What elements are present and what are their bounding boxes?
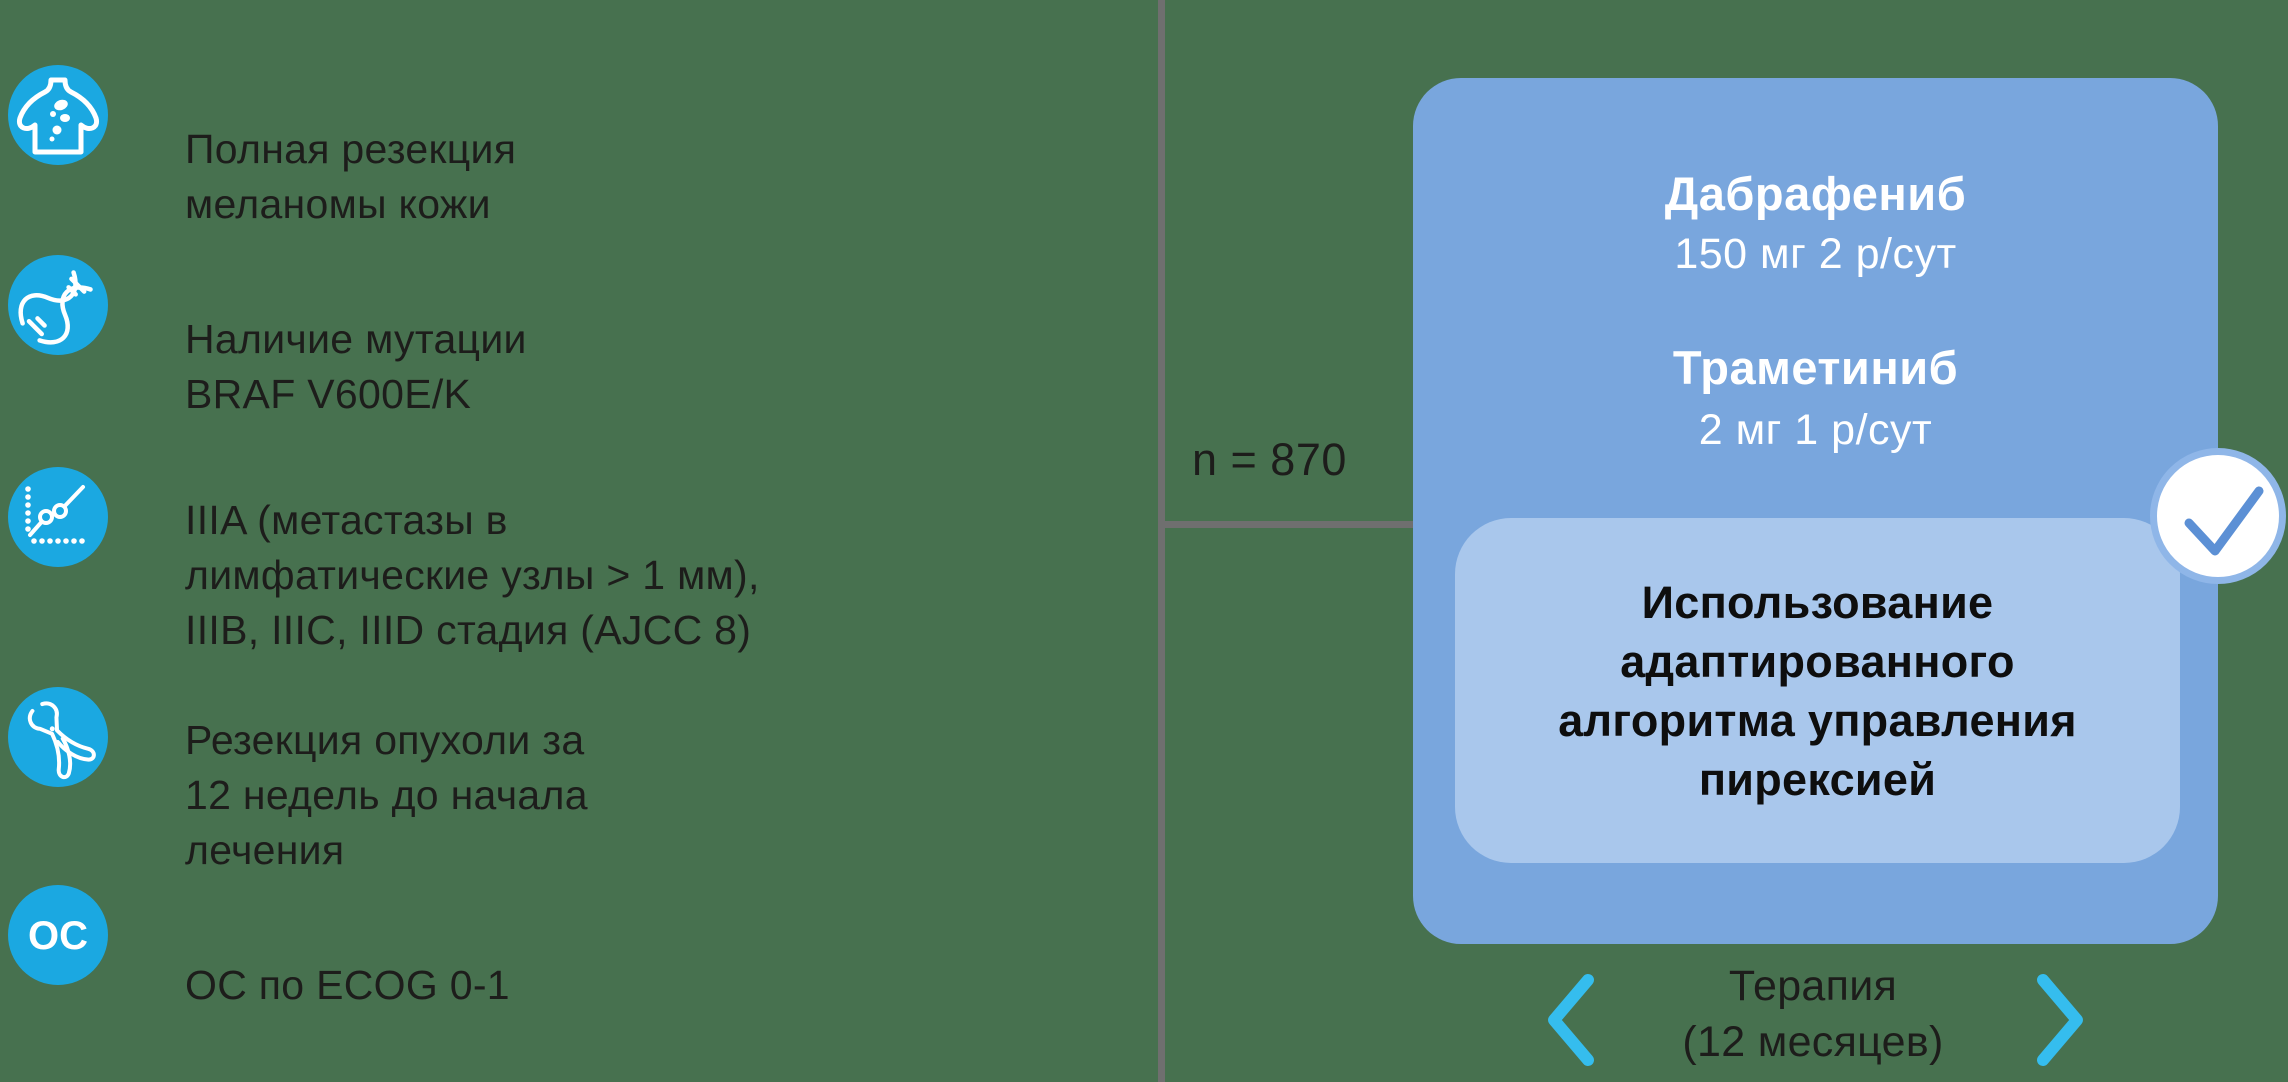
oc-badge-text: ОС — [28, 914, 88, 958]
checkmark-icon — [2150, 448, 2286, 584]
criterion-text: Резекция опухоли за 12 недель до начала … — [185, 717, 588, 873]
criterion-text: ОС по ECOG 0-1 — [185, 962, 510, 1008]
divider-vertical-line — [1158, 0, 1165, 1082]
therapy-duration-label: Терапия (12 месяцев) — [1613, 958, 2013, 1070]
dna-icon — [8, 255, 108, 355]
drug1-dose: 150 мг 2 р/сут — [1674, 230, 1957, 278]
connector-horizontal-line — [1158, 521, 1413, 528]
forceps-icon — [8, 687, 108, 787]
therapy-label-line1: Терапия — [1728, 962, 1898, 1010]
sample-size-label: n = 870 — [1192, 434, 1347, 485]
oc-badge-icon: ОС — [8, 885, 108, 985]
chevron-left-icon[interactable] — [1541, 972, 1601, 1068]
pyrexia-algorithm-note: Использование адаптированного алгоритма … — [1455, 518, 2180, 863]
criterion-text: Полная резекция меланомы кожи — [185, 126, 517, 227]
melanoma-torso-icon — [8, 65, 108, 165]
criterion-text: IIIA (метастазы в лимфатические узлы > 1… — [185, 497, 760, 653]
drug2-dose: 2 мг 1 р/сут — [1698, 406, 1933, 454]
stage-chart-icon — [8, 467, 108, 567]
therapy-label-line2: (12 месяцев) — [1682, 1018, 1944, 1066]
treatment-box: Дабрафениб 150 мг 2 р/сут Траметиниб 2 м… — [1413, 78, 2218, 944]
chevron-right-icon[interactable] — [2030, 972, 2090, 1068]
drug2-name: Траметиниб — [1672, 341, 1959, 394]
drug1-name: Дабрафениб — [1664, 167, 1967, 220]
criterion-text: Наличие мутации BRAF V600E/K — [185, 316, 527, 417]
pyrexia-algorithm-text: Использование адаптированного алгоритма … — [1558, 576, 2077, 805]
